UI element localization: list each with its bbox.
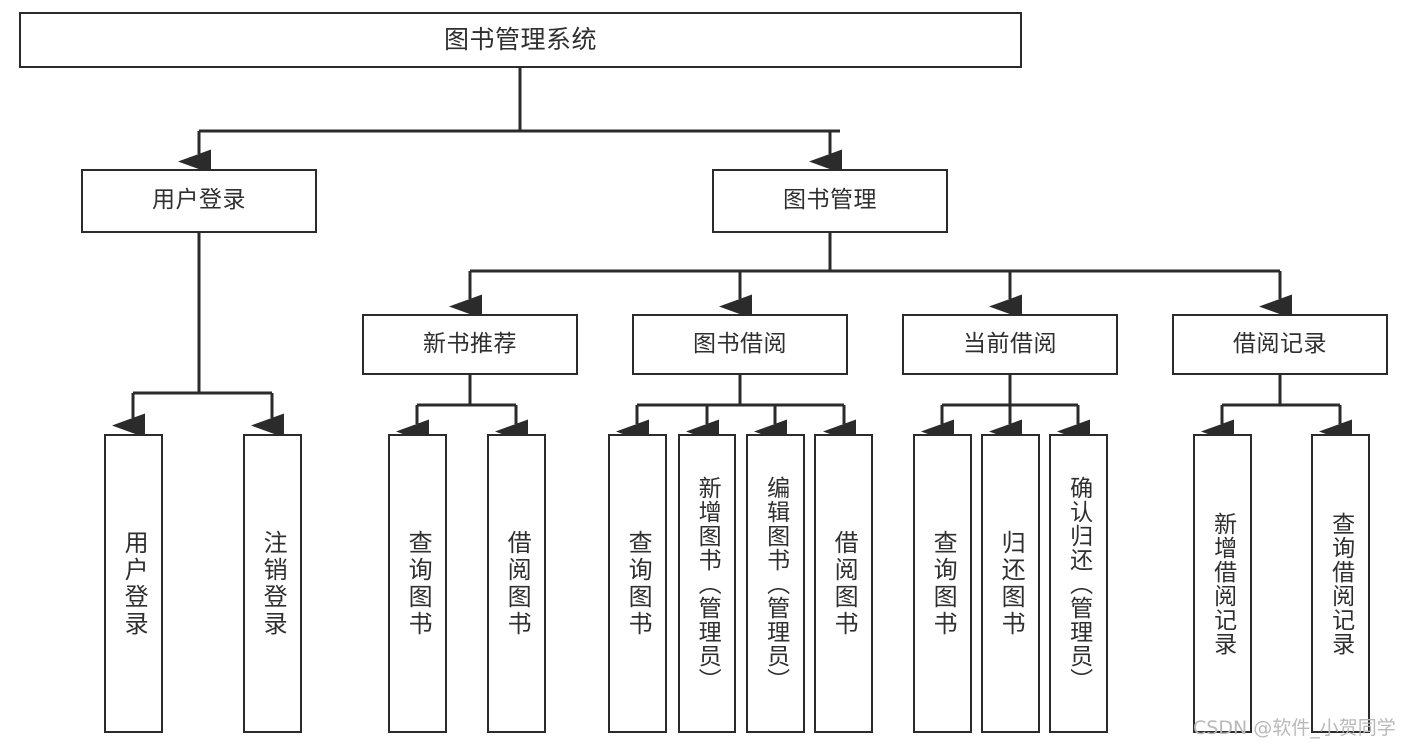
- node-book-borrow[interactable]: 图书借阅: [632, 314, 848, 375]
- leaf-borrow-book[interactable]: 借阅图书: [814, 434, 873, 733]
- leaf-add-borrow-record[interactable]: 新增借阅记录: [1193, 434, 1252, 733]
- leaf-add-book-admin[interactable]: 新增图书（管理员）: [678, 434, 736, 733]
- leaf-return-book[interactable]: 归还图书: [981, 434, 1040, 733]
- node-current-borrow[interactable]: 当前借阅: [902, 314, 1118, 375]
- leaf-query-book-borrow[interactable]: 查询图书: [608, 434, 667, 733]
- leaf-query-borrow-record[interactable]: 查询借阅记录: [1311, 434, 1370, 733]
- leaf-borrow-book-recommend[interactable]: 借阅图书: [487, 434, 546, 733]
- node-new-book-recommend[interactable]: 新书推荐: [362, 314, 578, 375]
- node-root-system[interactable]: 图书管理系统: [19, 12, 1022, 68]
- node-borrow-record[interactable]: 借阅记录: [1172, 314, 1388, 375]
- watermark-text: CSDN @软件_小贺同学: [1193, 717, 1396, 739]
- leaf-user-login[interactable]: 用户登录: [104, 434, 163, 733]
- leaf-logout[interactable]: 注销登录: [243, 434, 302, 733]
- node-book-management[interactable]: 图书管理: [712, 169, 948, 233]
- node-user-login[interactable]: 用户登录: [81, 169, 317, 233]
- leaf-query-book-recommend[interactable]: 查询图书: [388, 434, 447, 733]
- leaf-edit-book-admin[interactable]: 编辑图书（管理员）: [746, 434, 805, 733]
- leaf-confirm-return-admin[interactable]: 确认归还（管理员）: [1049, 434, 1108, 733]
- leaf-query-book-current[interactable]: 查询图书: [913, 434, 972, 733]
